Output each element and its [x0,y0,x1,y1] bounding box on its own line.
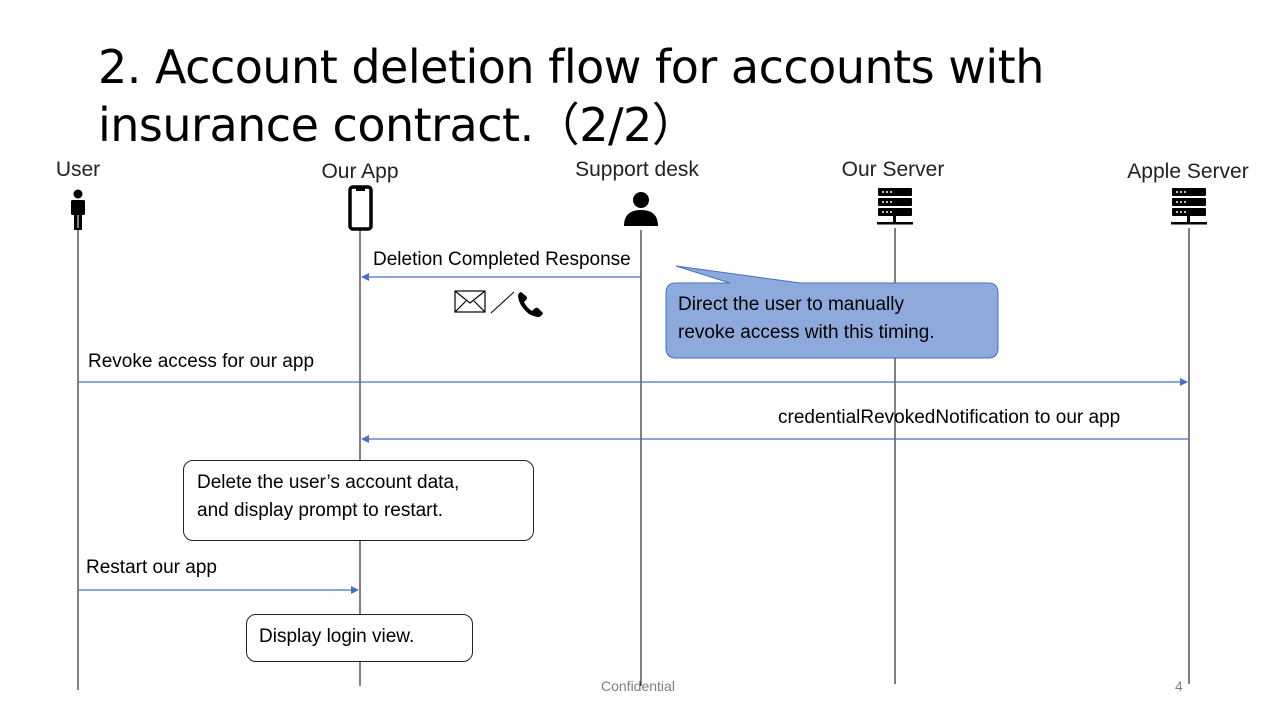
message-credential-revoked: credentialRevokedNotification to our app [778,407,1121,428]
delete-box-line-2: and display prompt to restart. [197,500,444,521]
callout-bubble [665,265,999,359]
title-line-1: 2. Account deletion flow for accounts wi… [98,40,1044,94]
server-icon [877,188,913,225]
message-deletion-completed: Deletion Completed Response [373,249,631,270]
server-icon [1171,188,1207,225]
mail-icon [454,290,486,313]
footer-confidential: Confidential [601,678,675,694]
actor-label-support-desk: Support desk [575,158,699,181]
callout-text: Direct the user to manually revoke acces… [678,291,935,347]
separator-slash [490,291,515,314]
support-person-icon [624,192,658,226]
callout-line-1: Direct the user to manually [678,294,904,315]
delete-account-data-box: Delete the user’s account data, and disp… [183,460,534,541]
actor-label-apple-server: Apple Server [1127,160,1249,183]
actor-label-user: User [55,158,101,181]
message-revoke-access: Revoke access for our app [88,351,315,372]
smartphone-icon [348,185,373,231]
login-view-text: Display login view. [259,626,415,647]
message-restart-app: Restart our app [86,557,217,578]
callout-line-2: revoke access with this timing. [678,322,935,343]
person-icon [71,189,85,230]
actor-label-our-app: Our App [321,160,399,183]
login-view-box: Display login view. [246,614,473,662]
title-line-2: insurance contract.（2/2） [98,98,698,152]
slide-title: 2. Account deletion flow for accounts wi… [98,38,1198,154]
actor-label-our-server: Our Server [841,158,945,181]
page-number: 4 [1175,678,1183,694]
delete-box-line-1: Delete the user’s account data, [197,472,460,493]
phone-icon [518,292,543,317]
